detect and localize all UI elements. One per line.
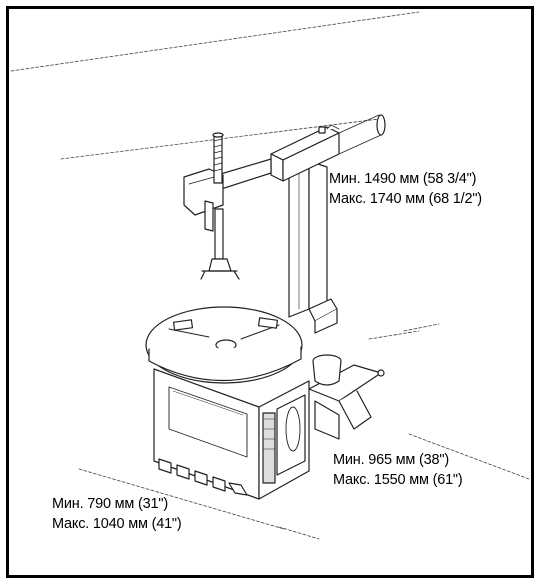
- bead-breaker: [308, 298, 385, 440]
- height-dimension-label: Мин. 1490 мм (58 3/4") Макс. 1740 мм (68…: [329, 169, 482, 209]
- width-extension-line-2: [278, 526, 320, 540]
- depth-tick: [403, 323, 440, 332]
- foot-pedals: [158, 458, 248, 496]
- mount-head: [200, 200, 240, 280]
- depth-min-text: Мин. 965 мм (38"): [333, 452, 449, 468]
- width-dimension-label: Мин. 790 мм (31") Макс. 1040 мм (41"): [52, 494, 182, 534]
- horizontal-arm: [270, 114, 386, 182]
- base-cabinet: [153, 368, 310, 500]
- height-max-text: Макс. 1740 мм (68 1/2"): [329, 191, 482, 207]
- turntable: [145, 306, 303, 384]
- width-max-text: Макс. 1040 мм (41"): [52, 516, 182, 532]
- swing-arm: [183, 158, 272, 216]
- tire-changer-drawing: [10, 11, 530, 540]
- width-extension-line: [78, 468, 285, 530]
- width-min-text: Мин. 790 мм (31"): [52, 496, 168, 512]
- top-extension-line: [10, 11, 420, 72]
- depth-dimension-label: Мин. 965 мм (38") Макс. 1550 мм (61"): [333, 450, 463, 490]
- depth-extension-line-bottom: [408, 433, 530, 480]
- hex-shaft: [212, 132, 224, 184]
- tower: [288, 160, 328, 318]
- depth-max-text: Макс. 1550 мм (61"): [333, 472, 463, 488]
- depth-extension-line-top: [368, 330, 420, 340]
- height-min-text: Мин. 1490 мм (58 3/4"): [329, 171, 477, 187]
- diagram-frame: Мин. 1490 мм (58 3/4") Макс. 1740 мм (68…: [6, 6, 534, 578]
